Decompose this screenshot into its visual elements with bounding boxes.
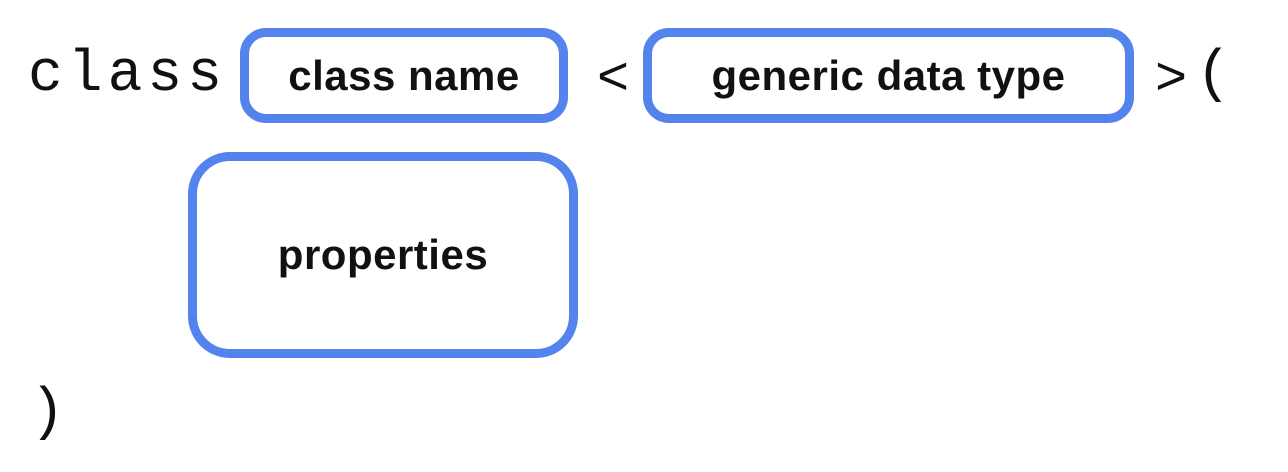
class-keyword: class <box>28 43 228 108</box>
open-angle-bracket: < <box>597 46 629 106</box>
generic-data-type-box: generic data type <box>643 28 1134 123</box>
class-name-box: class name <box>240 28 568 123</box>
class-name-label: class name <box>288 51 520 99</box>
close-angle-bracket: > <box>1155 46 1187 106</box>
properties-label: properties <box>277 231 489 278</box>
properties-box: properties <box>188 152 578 358</box>
generic-data-type-label: generic data type <box>711 51 1066 99</box>
close-parenthesis: ) <box>30 381 65 446</box>
open-parenthesis: ( <box>1196 43 1231 108</box>
